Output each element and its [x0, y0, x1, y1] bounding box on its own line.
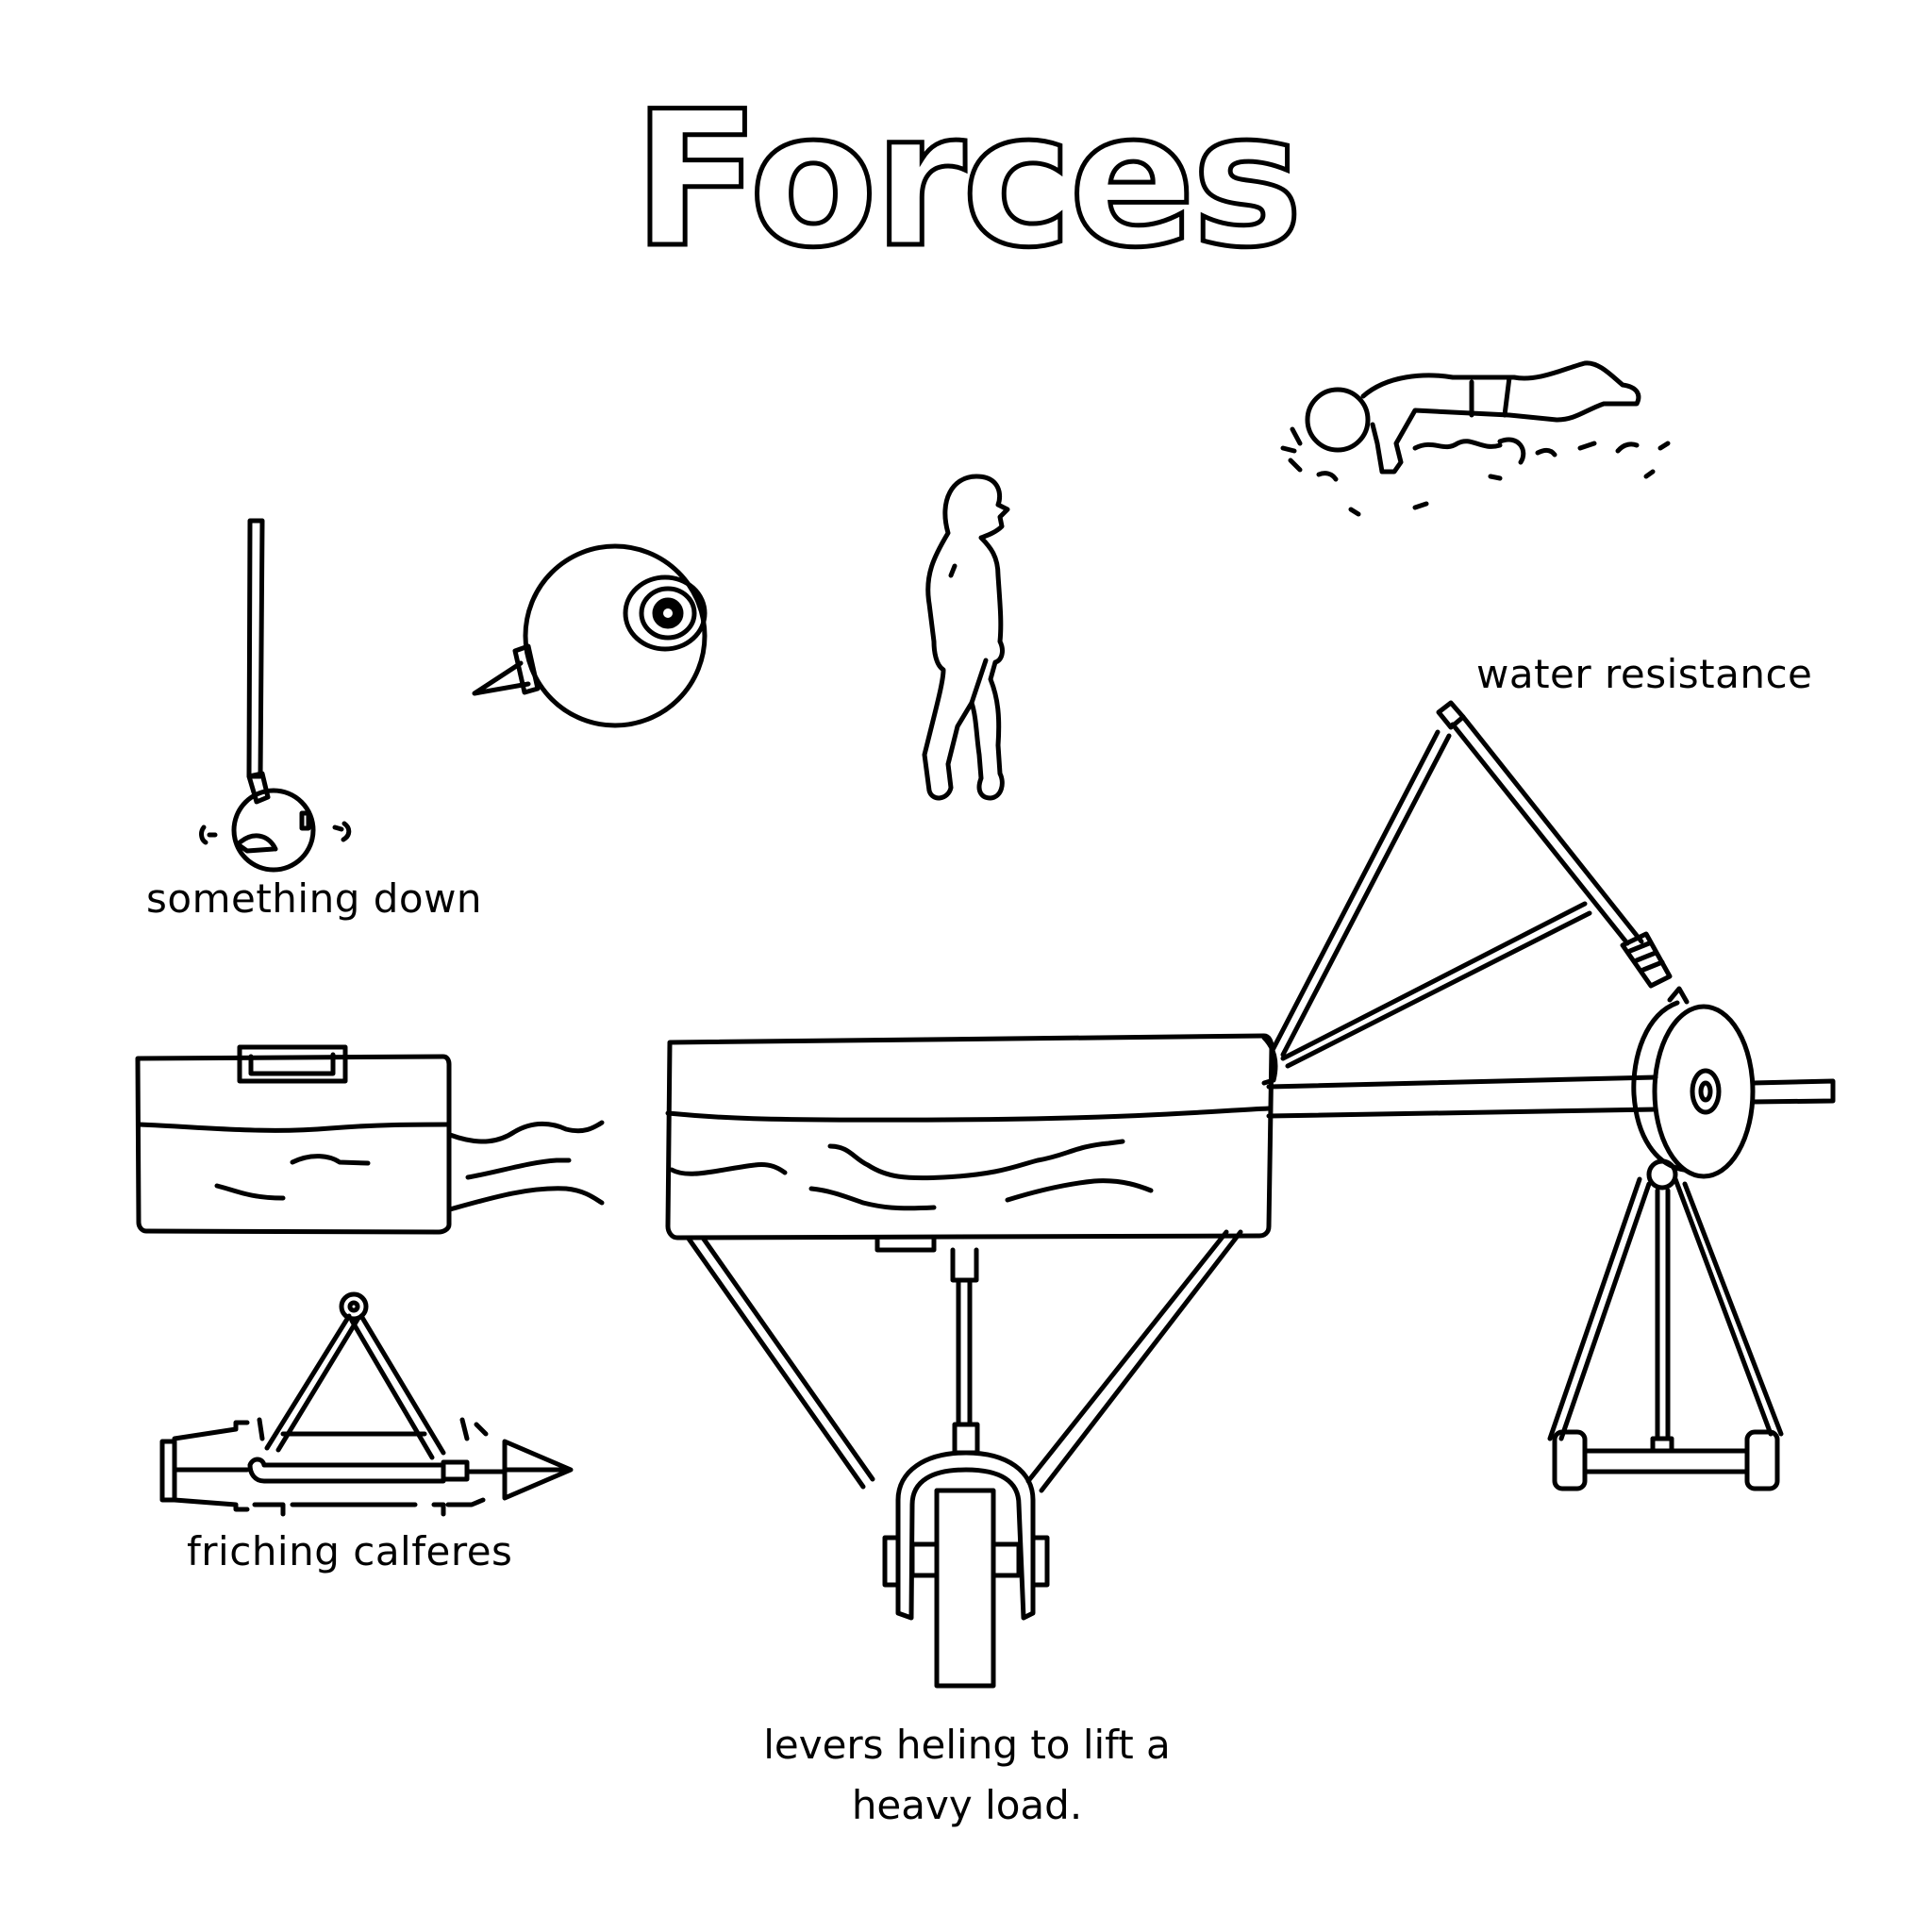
swimmer-illustration: [1280, 360, 1671, 517]
large-water-tank: [665, 1033, 1274, 1253]
walking-person-illustration: [922, 474, 1010, 801]
water-resistance-label: water resistance: [1476, 651, 1813, 697]
lever-arm: [1261, 700, 1673, 1086]
axle-and-disc: [1266, 986, 1836, 1179]
small-water-tank: [135, 1044, 452, 1235]
ball-with-cone-illustration: [472, 543, 708, 728]
lever-caption: levers heling to lift a heavy load.: [736, 1715, 1198, 1836]
water-pipe: [447, 1120, 605, 1212]
rear-stand: [1547, 1158, 1784, 1491]
lever-caption-line-1: levers heling to lift a: [763, 1722, 1171, 1768]
front-wheel-assembly: [686, 1229, 1243, 1689]
pendulum-label: something down: [146, 875, 483, 922]
friction-label: friching calferes: [187, 1528, 513, 1574]
page-title: Forces: [630, 71, 1305, 289]
friction-device-illustration: [159, 1291, 574, 1517]
pendulum-illustration: [199, 518, 352, 873]
lever-caption-line-2: heavy load.: [851, 1782, 1083, 1828]
